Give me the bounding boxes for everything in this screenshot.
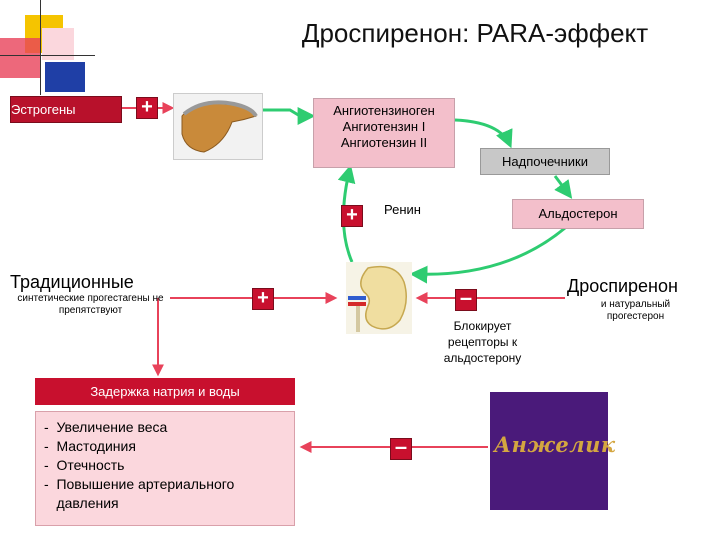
sodium-retention-box: Задержка натрия и воды <box>35 378 295 405</box>
renin-label: Ренин <box>384 202 421 217</box>
kidney-image <box>346 262 412 334</box>
angelik-brand-text: Анжелик <box>494 432 616 457</box>
plus-sign-renin: + <box>341 205 363 227</box>
arrow-liver-angiotensin <box>262 107 316 125</box>
traditional-title: Традиционные <box>10 272 134 292</box>
corner-decoration <box>0 0 95 95</box>
arrow-adrenals-aldosterone <box>553 175 573 199</box>
effect-item: - Повышение артериального давления <box>44 476 235 511</box>
page-title: Дроспиренон: PARA-эффект <box>301 18 649 48</box>
drospirenone-subtitle: и натуральный прогестерон <box>600 299 671 322</box>
effect-item: - Мастодиния <box>44 438 136 454</box>
drospirenone-title: Дроспиренон <box>567 276 678 296</box>
angiotensinogen-label: Ангиотензиноген <box>333 103 435 118</box>
minus-sign-drospirenone: – <box>455 287 477 311</box>
angiotensin-2-label: Ангиотензин II <box>340 135 428 150</box>
blocks-receptors-text: Блокирует рецепторы к альдостерону <box>443 319 522 365</box>
aldosterone-box: Альдостерон <box>512 199 644 229</box>
plus-sign-estrogens: + <box>136 97 158 119</box>
adrenals-box: Надпочечники <box>480 148 610 175</box>
effects-box: - Увеличение веса - Мастодиния - Отечнос… <box>35 411 295 526</box>
effect-item: - Увеличение веса <box>44 419 168 435</box>
liver-image <box>173 93 263 160</box>
estrogens-box: Эстрогены <box>10 96 122 123</box>
angelik-logo: Анжелик <box>490 392 615 510</box>
traditional-subtitle: синтетические прогестагены не препятству… <box>17 293 164 316</box>
plus-sign-traditional: + <box>252 288 274 310</box>
arrow-angiotensin-adrenals <box>454 118 513 149</box>
arrow-aldosterone-kidney <box>409 226 566 284</box>
effect-item: - Отечность <box>44 457 125 473</box>
angiotensin-1-label: Ангиотензин I <box>342 119 426 134</box>
angiotensin-box: Ангиотензиноген Ангиотензин I Ангиотензи… <box>313 98 455 168</box>
minus-sign-angelik: – <box>390 436 412 460</box>
